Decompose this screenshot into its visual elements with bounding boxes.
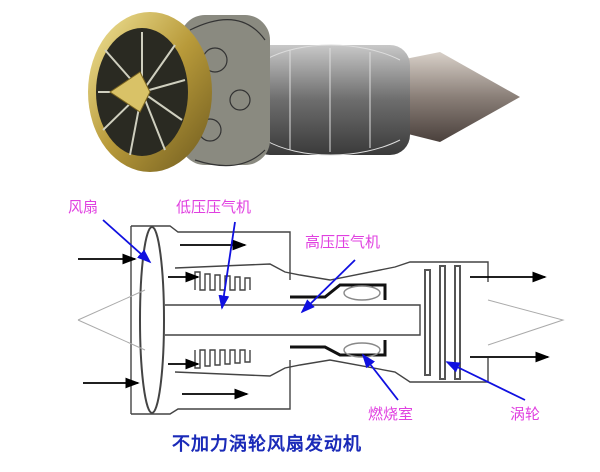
core-bottom xyxy=(174,358,489,383)
engine-schematic xyxy=(77,225,565,415)
nacelle-bottom xyxy=(131,360,291,415)
label-lp-compressor: 低压压气机 xyxy=(176,198,252,216)
combustor-top xyxy=(343,285,381,301)
spinner-outline xyxy=(77,289,146,351)
exhaust-cone-outline xyxy=(487,299,565,346)
lp-compressor-blades-top xyxy=(194,271,251,291)
label-fan: 风扇 xyxy=(68,198,99,216)
turbine-stages xyxy=(424,265,461,380)
hp-compressor-top xyxy=(290,283,387,300)
diagram-caption: 不加力涡轮风扇发动机 xyxy=(172,434,362,455)
label-combustor: 燃烧室 xyxy=(368,405,414,423)
core-top xyxy=(174,261,489,282)
lp-compressor-blades-bottom xyxy=(194,349,251,369)
hp-compressor-bottom xyxy=(290,340,387,357)
label-turbine: 涡轮 xyxy=(510,405,541,423)
nacelle-top xyxy=(131,225,291,280)
airflow-arrows xyxy=(78,239,550,400)
label-pointers xyxy=(102,219,526,401)
spinner xyxy=(109,71,151,113)
exhaust-cone xyxy=(400,52,520,142)
engine-render xyxy=(88,12,520,172)
label-hp-compressor: 高压压气机 xyxy=(305,233,381,251)
fan xyxy=(139,226,165,414)
